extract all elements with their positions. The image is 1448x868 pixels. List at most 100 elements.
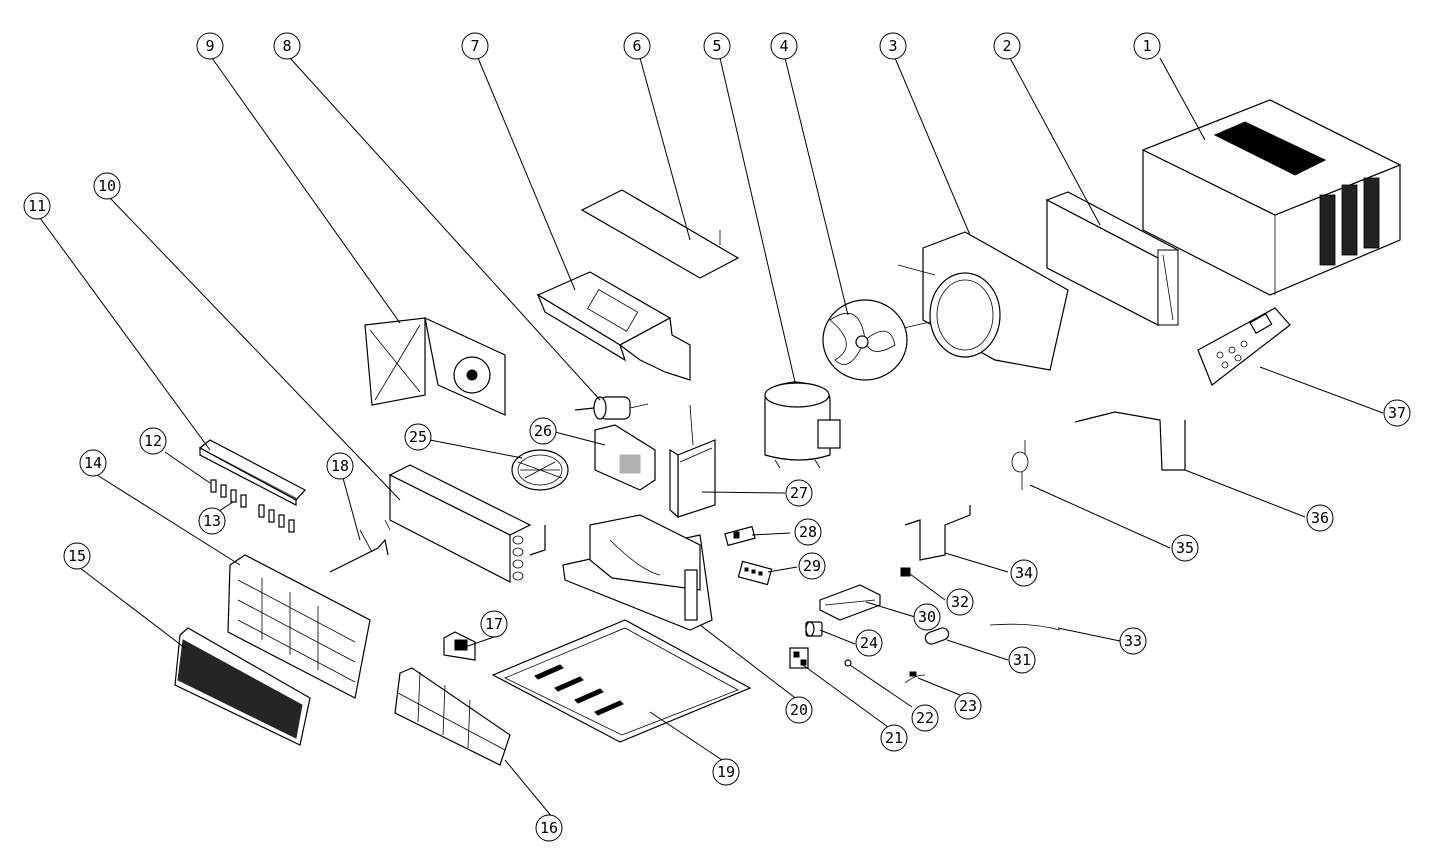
callout-circle [703,32,731,60]
callout-circle [1008,646,1036,674]
callout-circle [785,479,813,507]
callout-number: 24 [860,634,878,652]
callout-bubbles: 1234567891011121314151617181920212223242… [23,32,1411,842]
callout-number: 6 [632,37,641,55]
fan-motor-drawing [574,396,649,420]
callout-circle [794,518,822,546]
callout-32: 32 [946,588,974,616]
partition-plate-drawing [364,316,506,416]
callout-number: 21 [885,729,903,747]
callout-26: 26 [529,417,557,445]
callout-circle [798,552,826,580]
callout-number: 15 [68,547,86,565]
callout-number: 37 [1388,404,1406,422]
callout-16: 16 [535,814,563,842]
callout-circle [1171,534,1199,562]
remote-control-drawing [1197,307,1291,386]
callout-24: 24 [855,629,883,657]
callout-23: 23 [954,692,982,720]
callout-25: 25 [404,423,432,451]
callout-2: 2 [993,32,1021,60]
electrical-box-drawing [819,584,881,621]
callout-number: 18 [331,457,349,475]
callout-29: 29 [798,552,826,580]
callout-18: 18 [326,452,354,480]
callout-number: 10 [98,177,116,195]
screw-drawing [844,659,852,667]
callout-11: 11 [23,192,51,220]
callout-circle [785,696,813,724]
callout-30: 30 [913,603,941,631]
callout-12: 12 [139,427,167,455]
callout-circle [529,417,557,445]
callout-15: 15 [63,542,91,570]
callout-number: 16 [540,819,558,837]
callout-circle [461,32,489,60]
callout-22: 22 [911,704,939,732]
callout-14: 14 [79,449,107,477]
callout-8: 8 [273,32,301,60]
motor-mount-drawing [594,424,656,491]
callout-circle [93,172,121,200]
terminal-block-drawing [789,647,809,669]
callout-circle [855,629,883,657]
upper-duct-drawing [536,271,691,381]
discharge-pipe-drawing [904,505,971,561]
callout-number: 35 [1176,539,1194,557]
callout-circle [23,192,51,220]
outer-case-drawing [1141,99,1402,296]
callout-21: 21 [880,724,908,752]
callout-number: 19 [717,763,735,781]
callout-number: 1 [1142,37,1151,55]
pcb-drawing [737,560,773,586]
front-panel-drawing [227,554,371,699]
callout-28: 28 [794,518,822,546]
callout-number: 30 [918,608,936,626]
callout-number: 14 [84,454,102,472]
callout-number: 25 [409,428,427,446]
callout-circle [198,507,226,535]
callout-37: 37 [1383,399,1411,427]
callout-circle [913,603,941,631]
callout-circle [880,724,908,752]
callout-number: 23 [959,697,977,715]
air-filter-drawing [394,667,511,766]
callout-27: 27 [785,479,813,507]
fan-shroud-drawing [894,231,1069,371]
callout-circle [139,427,167,455]
top-plate-drawing [580,189,740,279]
callout-number: 17 [485,615,503,633]
callout-number: 7 [470,37,479,55]
callout-circle [770,32,798,60]
callout-circle [1306,504,1334,532]
callout-17: 17 [480,610,508,638]
wire-drawing [989,623,1061,631]
callout-number: 8 [282,37,291,55]
callout-number: 34 [1015,564,1033,582]
callout-circle [1383,399,1411,427]
base-pan-drawing [491,619,752,743]
callout-circle [954,692,982,720]
callout-circle [273,32,301,60]
callout-number: 5 [712,37,721,55]
callout-circle [911,704,939,732]
capacitor-drawing [924,627,950,645]
callout-36: 36 [1306,504,1334,532]
switch-drawing [805,621,823,637]
callout-20: 20 [785,696,813,724]
callout-3: 3 [879,32,907,60]
callout-34: 34 [1010,559,1038,587]
suction-pipe-drawing [1074,411,1186,471]
callout-4: 4 [770,32,798,60]
callout-circle [712,758,740,786]
callout-number: 11 [28,197,46,215]
callout-number: 2 [1002,37,1011,55]
callout-number: 36 [1311,509,1329,527]
front-grille-drawing [174,627,311,746]
callout-1: 1 [1133,32,1161,60]
callout-number: 28 [799,523,817,541]
callout-circle [946,588,974,616]
callout-7: 7 [461,32,489,60]
